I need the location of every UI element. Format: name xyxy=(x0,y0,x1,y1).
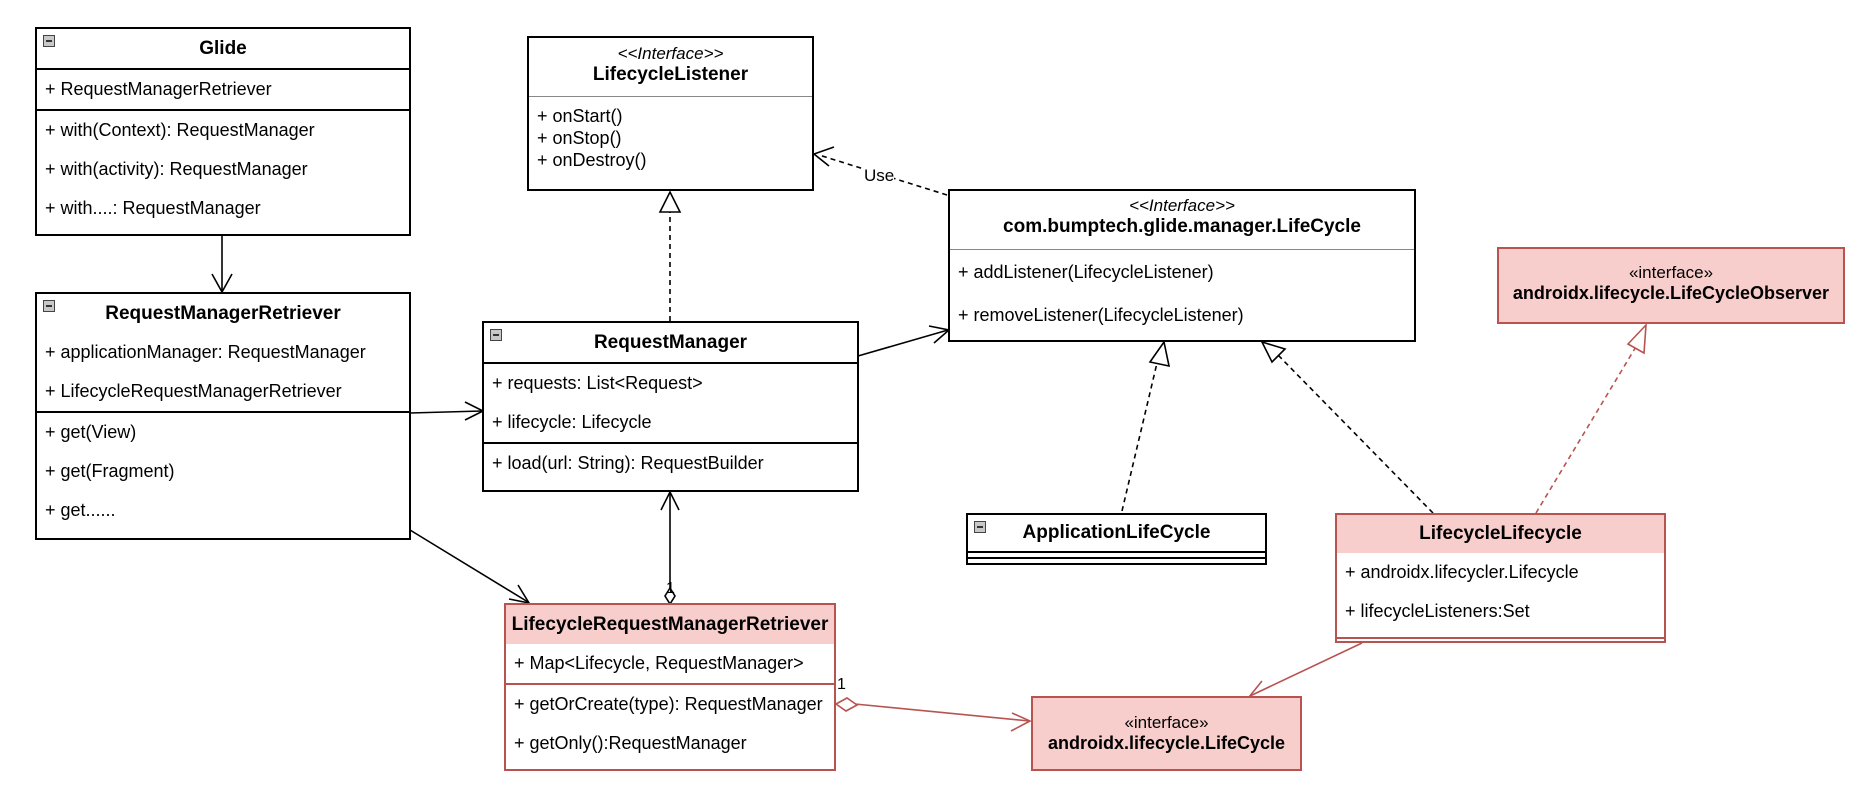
androidx-lifecycle-interface[interactable]: «interface» androidx.lifecycle.LifeCycle xyxy=(1031,696,1302,771)
class-method: + removeListener(LifecycleListener) xyxy=(958,305,1244,325)
application-lifecycle-class[interactable]: ApplicationLifeCycle xyxy=(966,513,1267,565)
class-method: + get(Fragment) xyxy=(45,461,175,481)
lifecycle-lifecycle-class[interactable]: LifecycleLifecycle + androidx.lifecycler… xyxy=(1335,513,1666,643)
retriever-to-lrmr-association xyxy=(409,529,529,603)
class-method: + getOrCreate(type): RequestManager xyxy=(514,694,823,714)
class-name: RequestManagerRetriever xyxy=(105,303,341,324)
class-field: + androidx.lifecycler.Lifecycle xyxy=(1345,562,1579,582)
class-method: + with(activity): RequestManager xyxy=(45,159,308,179)
retriever-to-requestmanager-association xyxy=(409,410,483,414)
class-method: + with(Context): RequestManager xyxy=(45,120,315,140)
class-name: com.bumptech.glide.manager.LifeCycle xyxy=(1003,216,1361,237)
class-method: + load(url: String): RequestBuilder xyxy=(492,453,764,473)
requestmanager-to-lifecycle-association xyxy=(857,329,949,357)
class-method: + getOnly():RequestManager xyxy=(514,733,747,753)
lrmr-to-androidx-lifecycle-aggregation xyxy=(854,703,1030,722)
class-name: LifecycleListener xyxy=(592,64,749,85)
stereotype-label: «interface» xyxy=(1124,713,1209,732)
bumptech-lifecycle-interface[interactable]: <<Interface>> com.bumptech.glide.manager… xyxy=(948,189,1416,342)
lifecyclelifecycle-to-androidx-lifecycle xyxy=(1249,642,1363,697)
lifecyclelifecycle-realizes-lifecycle xyxy=(1277,354,1434,514)
class-name: LifecycleLifecycle xyxy=(1337,515,1664,553)
minus-box-icon[interactable] xyxy=(43,300,55,312)
class-method: + onStart() xyxy=(537,106,623,126)
lifecycle-observer-interface[interactable]: «interface» androidx.lifecycle.LifeCycle… xyxy=(1497,247,1845,324)
class-field: + lifecycleListeners:Set xyxy=(1345,601,1530,621)
stereotype-label: <<Interface>> xyxy=(617,44,724,63)
lifecycle-listener-interface[interactable]: <<Interface>> LifecycleListener + onStar… xyxy=(527,36,814,191)
class-name: RequestManager xyxy=(593,332,748,353)
class-field: + LifecycleRequestManagerRetriever xyxy=(45,381,342,401)
class-method: + addListener(LifecycleListener) xyxy=(958,262,1214,282)
lifecycle-request-manager-retriever-class[interactable]: LifecycleRequestManagerRetriever + Map<L… xyxy=(504,603,836,771)
minus-box-icon[interactable] xyxy=(490,329,502,341)
request-manager-retriever-class[interactable]: RequestManagerRetriever + applicationMan… xyxy=(35,292,411,540)
class-method: + onDestroy() xyxy=(537,150,647,170)
minus-box-icon[interactable] xyxy=(974,521,986,533)
stereotype-label: <<Interface>> xyxy=(1129,196,1235,215)
class-field: + requests: List<Request> xyxy=(492,373,703,393)
lifecyclelifecycle-realizes-observer xyxy=(1535,344,1638,514)
class-name: ApplicationLifeCycle xyxy=(1022,522,1211,543)
class-method: + onStop() xyxy=(537,128,622,148)
class-field: + Map<Lifecycle, RequestManager> xyxy=(514,653,804,673)
class-method: + get(View) xyxy=(45,422,137,442)
glide-class[interactable]: Glide + RequestManagerRetriever + with(C… xyxy=(35,27,411,236)
class-name: Glide xyxy=(199,38,247,59)
request-manager-class[interactable]: RequestManager + requests: List<Request>… xyxy=(482,321,859,492)
class-field: + applicationManager: RequestManager xyxy=(45,342,366,362)
class-field: + RequestManagerRetriever xyxy=(45,79,272,99)
stereotype-label: «interface» xyxy=(1628,263,1714,282)
class-name: LifecycleRequestManagerRetriever xyxy=(506,605,834,644)
multiplicity-label: 1 xyxy=(666,580,675,597)
use-label: Use xyxy=(864,166,895,186)
class-method: + with....: RequestManager xyxy=(45,198,261,218)
class-method: + get...... xyxy=(45,500,116,520)
multiplicity-label: 1 xyxy=(837,676,846,693)
class-name: androidx.lifecycle.LifeCycle xyxy=(1047,733,1286,753)
class-field: + lifecycle: Lifecycle xyxy=(492,412,652,432)
minus-box-icon[interactable] xyxy=(43,35,55,47)
class-name: androidx.lifecycle.LifeCycleObserver xyxy=(1512,283,1830,303)
applicationlifecycle-realizes-lifecycle xyxy=(1121,362,1158,512)
